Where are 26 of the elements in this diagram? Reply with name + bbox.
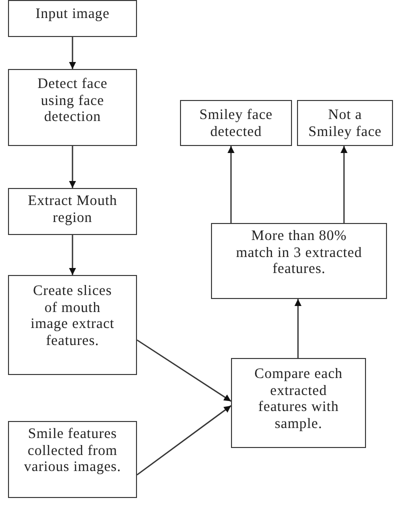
process-box <box>8 69 137 146</box>
box-label: Not a Smiley face <box>307 107 383 140</box>
box-label: Smile features collected from various images. <box>22 426 122 476</box>
process-box <box>8 188 137 235</box>
process-box <box>8 0 137 37</box>
process-box <box>231 358 366 448</box>
box-label: Input image <box>34 6 111 22</box>
arrow <box>136 339 232 402</box>
arrow <box>340 146 348 223</box>
process-box <box>297 100 393 146</box>
box-label: Compare each extracted features with sample. <box>253 366 344 432</box>
arrow <box>294 299 302 358</box>
arrow <box>69 37 76 69</box>
box-label: Create slices of mouth image extract features. <box>30 283 116 349</box>
box-label: More than 80% match in 3 extracted features. <box>235 228 363 278</box>
arrow <box>228 146 234 223</box>
process-box <box>180 100 292 146</box>
arrow <box>69 146 76 188</box>
box-label: Smiley face detected <box>198 107 274 140</box>
box-label: Extract Mouth region <box>26 193 118 226</box>
process-box <box>8 421 137 498</box>
process-box <box>8 275 137 375</box>
box-label: Detect face using face detection <box>36 76 108 126</box>
arrow <box>69 235 76 275</box>
process-box <box>211 223 387 299</box>
arrow <box>136 405 232 476</box>
